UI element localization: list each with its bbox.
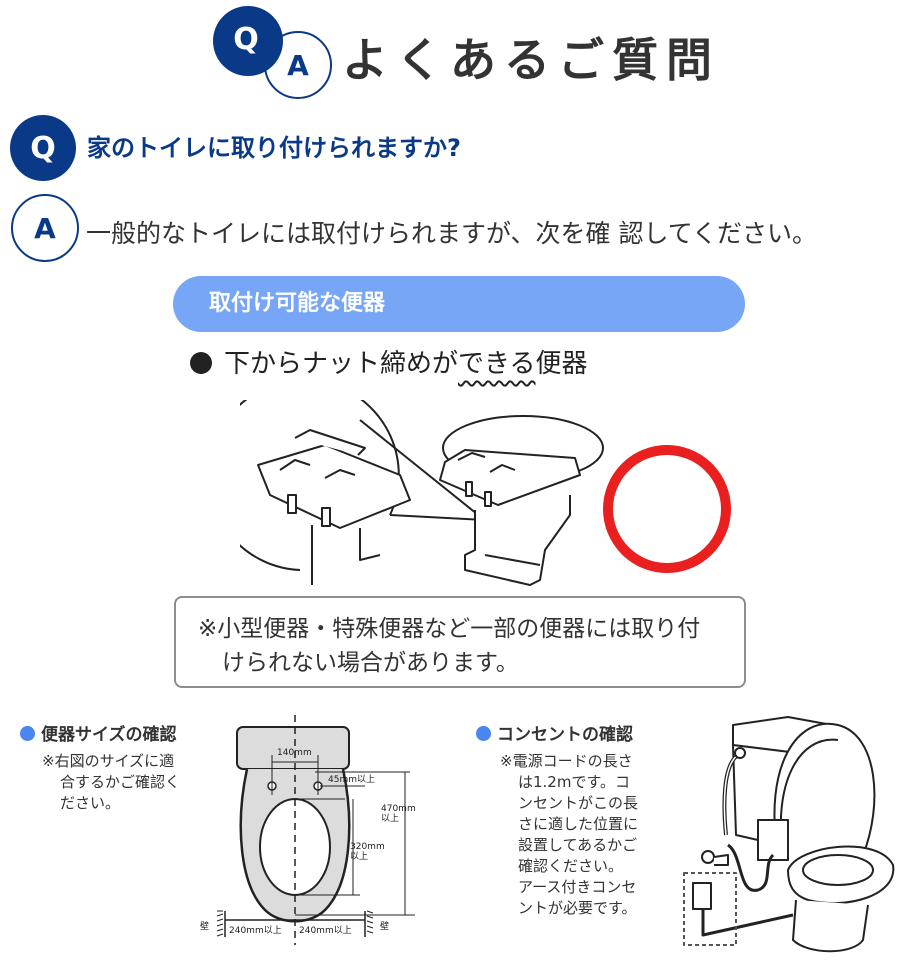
- bullet-prefix: 下からナット締めが: [224, 349, 459, 379]
- outlet-check-line: アース付きコンセ: [518, 878, 637, 896]
- outlet-check-line: ※電源コードの長さ: [500, 752, 633, 770]
- outlet-check-line: さに適した位置に: [518, 815, 639, 833]
- dim-right-clearance: 240mm以上: [299, 925, 352, 936]
- size-check-heading: 便器サイズの確認: [20, 723, 177, 747]
- question-text: 家のトイレに取り付けられますか?: [87, 134, 461, 162]
- page-title: よくあるご質問: [342, 33, 720, 87]
- dim-bowl-length-suffix: 以上: [350, 851, 368, 862]
- bullet-dot-icon: [190, 352, 212, 374]
- dim-bowl-length: 320mm: [350, 842, 385, 852]
- ok-circle-mark: [603, 445, 731, 573]
- outlet-check-line: は1.2mです。コ: [518, 773, 630, 791]
- answer-badge: A: [11, 194, 79, 262]
- size-check-line: 合するかご確認く: [60, 773, 181, 791]
- dim-bolt-to-edge: 45mm以上: [328, 774, 375, 785]
- dim-total-length-suffix: 以上: [381, 813, 399, 824]
- note-line-1: ※小型便器・特殊便器など一部の便器には取り付: [198, 616, 701, 642]
- outlet-check-line: ンセントがこの長: [518, 794, 639, 812]
- compatibility-note: ※小型便器・特殊便器など一部の便器には取り付 けられない場合があります。: [174, 596, 746, 688]
- size-check-line: ※右図のサイズに適: [42, 752, 175, 770]
- bullet-dot-icon: [20, 726, 35, 741]
- outlet-check-heading: コンセントの確認: [476, 723, 633, 747]
- dim-bolt-spacing: 140mm: [277, 748, 312, 758]
- header-a-badge: A: [264, 31, 332, 99]
- note-line-2: けられない場合があります。: [222, 650, 519, 676]
- toilet-outlet-illustration: [683, 716, 895, 953]
- toilet-nut-illustration: [240, 400, 604, 586]
- outlet-check-line: 確認ください。: [518, 857, 624, 875]
- answer-text: 一般的なトイレには取付けられますが、次を確 認してください。: [86, 219, 817, 248]
- header-q-badge: Q: [213, 6, 283, 76]
- question-badge: Q: [10, 115, 76, 181]
- wall-label-left: 壁: [200, 920, 209, 932]
- dim-left-clearance: 240mm以上: [229, 925, 282, 936]
- dim-total-length: 470mm: [381, 804, 416, 814]
- wall-label-right: 壁: [380, 920, 389, 932]
- size-check-title: 便器サイズの確認: [41, 725, 177, 745]
- compatible-bullet: 下からナット締めができる便器: [190, 344, 588, 384]
- bullet-emphasis: できる: [458, 349, 536, 379]
- outlet-check-line: ントが必要です。: [518, 899, 637, 917]
- size-check-text: ※右図のサイズに適 合するかご確認く ださい。: [42, 751, 180, 814]
- bullet-suffix: 便器: [535, 349, 588, 379]
- toilet-size-diagram: 140mm 45mm以上 470mm 以上 320mm 以上 240mm以上 2…: [200, 715, 416, 945]
- outlet-check-title: コンセントの確認: [497, 725, 633, 745]
- outlet-check-line: 設置してあるかご: [518, 836, 638, 854]
- size-check-line: ださい。: [60, 794, 121, 812]
- bullet-dot-icon: [476, 726, 491, 741]
- outlet-check-text: ※電源コードの長さ は1.2mです。コ ンセントがこの長 さに適した位置に 設置…: [500, 751, 638, 919]
- section-title-compatible: 取付け可能な便器: [173, 276, 745, 332]
